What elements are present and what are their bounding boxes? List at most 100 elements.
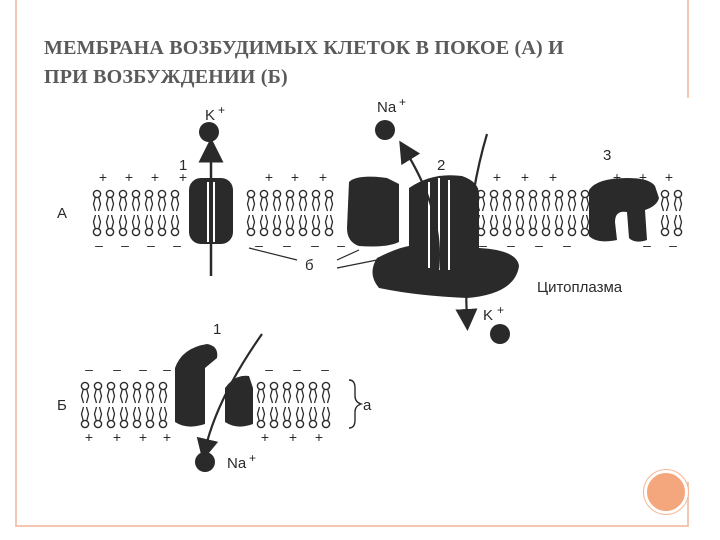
negative-charge: –: [337, 237, 345, 253]
lipid-head-bottom: [170, 214, 180, 237]
lipid-head-top: [673, 189, 683, 212]
negative-charge: –: [535, 237, 543, 253]
lipid-head-top: [92, 189, 102, 212]
negative-charge: –: [311, 237, 319, 253]
ion-charge-na-bottom: +: [249, 451, 256, 465]
positive-charge: +: [261, 429, 269, 445]
sodium-channel-1-open: [175, 333, 263, 461]
decorative-orange-circle: [644, 470, 688, 514]
membrane-b-charges: –––––––+++++++: [85, 361, 329, 445]
lipid-head-bottom: [118, 214, 128, 237]
lipid-head-bottom: [246, 214, 256, 237]
lipid-head-top: [259, 189, 269, 212]
label-a-lowercase: а: [363, 397, 372, 414]
lipid-head-bottom: [502, 214, 512, 237]
lipid-head-top: [567, 189, 577, 212]
lipid-head-bottom: [282, 406, 292, 429]
lipid-head-bottom: [554, 214, 564, 237]
ion-charge-na-top: +: [399, 98, 406, 109]
pointer-b-left: [248, 247, 298, 261]
lipid-head-bottom: [106, 406, 116, 429]
lipid-head-bottom: [144, 214, 154, 237]
negative-charge: –: [293, 361, 301, 377]
label-b-lowercase: б: [305, 257, 314, 274]
negative-charge: –: [507, 237, 515, 253]
lipid-head-top: [502, 189, 512, 212]
lipid-head-bottom: [321, 406, 331, 429]
positive-charge: +: [151, 169, 159, 185]
lipid-head-bottom: [528, 214, 538, 237]
positive-charge: +: [493, 169, 501, 185]
channel-number-1-bottom: 1: [213, 321, 221, 338]
positive-charge: +: [291, 169, 299, 185]
lipid-head-top: [119, 381, 129, 404]
lipid-head-top: [80, 381, 90, 404]
lipid-head-top: [105, 189, 115, 212]
lipid-head-bottom: [660, 214, 670, 237]
membrane-a-label: А: [57, 205, 67, 222]
lipid-head-bottom: [105, 214, 115, 237]
negative-charge: –: [113, 361, 121, 377]
lipid-head-top: [285, 189, 295, 212]
membrane-b-label: Б: [57, 397, 67, 414]
lipid-head-top: [256, 381, 266, 404]
membrane-diagram: +++++++++++++–––––––––––––– –––––––+++++…: [37, 95, 689, 482]
lipid-head-top: [308, 381, 318, 404]
lipid-head-top: [272, 189, 282, 212]
cytoplasm-label: Цитоплазма: [537, 279, 623, 296]
positive-charge: +: [289, 429, 297, 445]
lipid-head-bottom: [93, 406, 103, 429]
positive-charge: +: [549, 169, 557, 185]
positive-charge: +: [315, 429, 323, 445]
lipid-head-bottom: [119, 406, 129, 429]
lipid-head-bottom: [298, 214, 308, 237]
positive-charge: +: [99, 169, 107, 185]
negative-charge: –: [669, 237, 677, 253]
sodium-channel-2: [347, 133, 519, 331]
lipid-head-bottom: [285, 214, 295, 237]
potassium-channel-1: [189, 137, 233, 276]
lipid-head-top: [246, 189, 256, 212]
lipid-head-bottom: [673, 214, 683, 237]
membrane-diagram-svg: +++++++++++++–––––––––––––– –––––––+++++…: [57, 95, 683, 472]
positive-charge: +: [125, 169, 133, 185]
lipid-head-bottom: [272, 214, 282, 237]
ion-label-k-mid: K: [483, 307, 493, 324]
lipid-head-top: [515, 189, 525, 212]
negative-charge: –: [283, 237, 291, 253]
slide-title: МЕМБРАНА ВОЗБУДИМЫХ КЛЕТОК В ПОКОЕ (А) И…: [44, 34, 684, 92]
lipid-head-bottom: [567, 214, 577, 237]
lipid-head-bottom: [489, 214, 499, 237]
lipid-head-bottom: [92, 214, 102, 237]
lipid-head-top: [132, 381, 142, 404]
potassium-ion-top: [199, 122, 219, 142]
lipid-head-top: [324, 189, 334, 212]
ion-charge-k-top: +: [218, 103, 225, 117]
pointer-b-right-2: [336, 259, 378, 269]
channel-number-3: 3: [603, 147, 611, 164]
positive-charge: +: [665, 169, 673, 185]
channel-number-1-top: 1: [179, 157, 187, 174]
lipid-head-top: [282, 381, 292, 404]
positive-charge: +: [179, 169, 187, 185]
lipid-head-bottom: [295, 406, 305, 429]
lipid-head-top: [145, 381, 155, 404]
negative-charge: –: [121, 237, 129, 253]
title-line-2: ПРИ ВОЗБУЖДЕНИИ (Б): [44, 66, 288, 88]
lipid-head-top: [106, 381, 116, 404]
lipid-head-bottom: [311, 214, 321, 237]
ion-label-k-top: K: [205, 107, 215, 124]
lipid-head-top: [554, 189, 564, 212]
negative-charge: –: [321, 361, 329, 377]
negative-charge: –: [95, 237, 103, 253]
lipid-head-top: [157, 189, 167, 212]
lipid-head-bottom: [541, 214, 551, 237]
lipid-head-top: [269, 381, 279, 404]
lipid-head-top: [118, 189, 128, 212]
lipid-head-bottom: [515, 214, 525, 237]
lipid-head-top: [170, 189, 180, 212]
positive-charge: +: [85, 429, 93, 445]
lipid-head-top: [295, 381, 305, 404]
top-band: [0, 0, 720, 8]
lipid-head-bottom: [256, 406, 266, 429]
